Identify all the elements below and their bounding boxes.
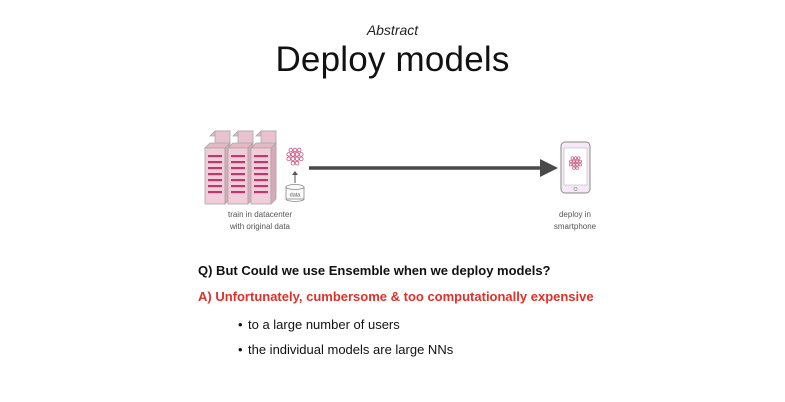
smartphone-icon (560, 141, 591, 194)
bullet-text: the individual models are large NNs (248, 342, 454, 357)
caption-datacenter: train in datacenter with original data (205, 209, 315, 233)
page-title: Deploy models (275, 40, 510, 79)
bullet-dot-icon: • (238, 342, 243, 357)
neural-network-icon (286, 147, 304, 166)
bullet-text: to a large number of users (248, 317, 400, 332)
bullet-dot-icon: • (238, 317, 243, 332)
caption-smartphone-line-1: deploy in (558, 210, 592, 219)
data-cylinder-icon: data (285, 184, 305, 202)
deploy-arrow (309, 159, 558, 177)
bullet-list: • to a large number of users • the individ… (238, 312, 453, 362)
datacenter-servers-icon (204, 130, 277, 205)
answer-text: A) Unfortunately, cumbersome & too compu… (198, 289, 594, 304)
caption-datacenter-line-1: train in datacenter (227, 210, 293, 219)
bullet-item: • the individual models are large NNs (238, 337, 453, 362)
question-text: Q) But Could we use Ensemble when we dep… (198, 263, 551, 278)
bullet-item: • to a large number of users (238, 312, 453, 337)
caption-smartphone-line-2: smartphone (553, 222, 597, 231)
data-label: data (290, 193, 302, 199)
page-subtitle: Abstract (366, 22, 419, 38)
caption-datacenter-line-2: with original data (229, 222, 291, 231)
deployment-diagram: data (204, 130, 591, 205)
caption-smartphone: deploy in smartphone (535, 209, 615, 233)
